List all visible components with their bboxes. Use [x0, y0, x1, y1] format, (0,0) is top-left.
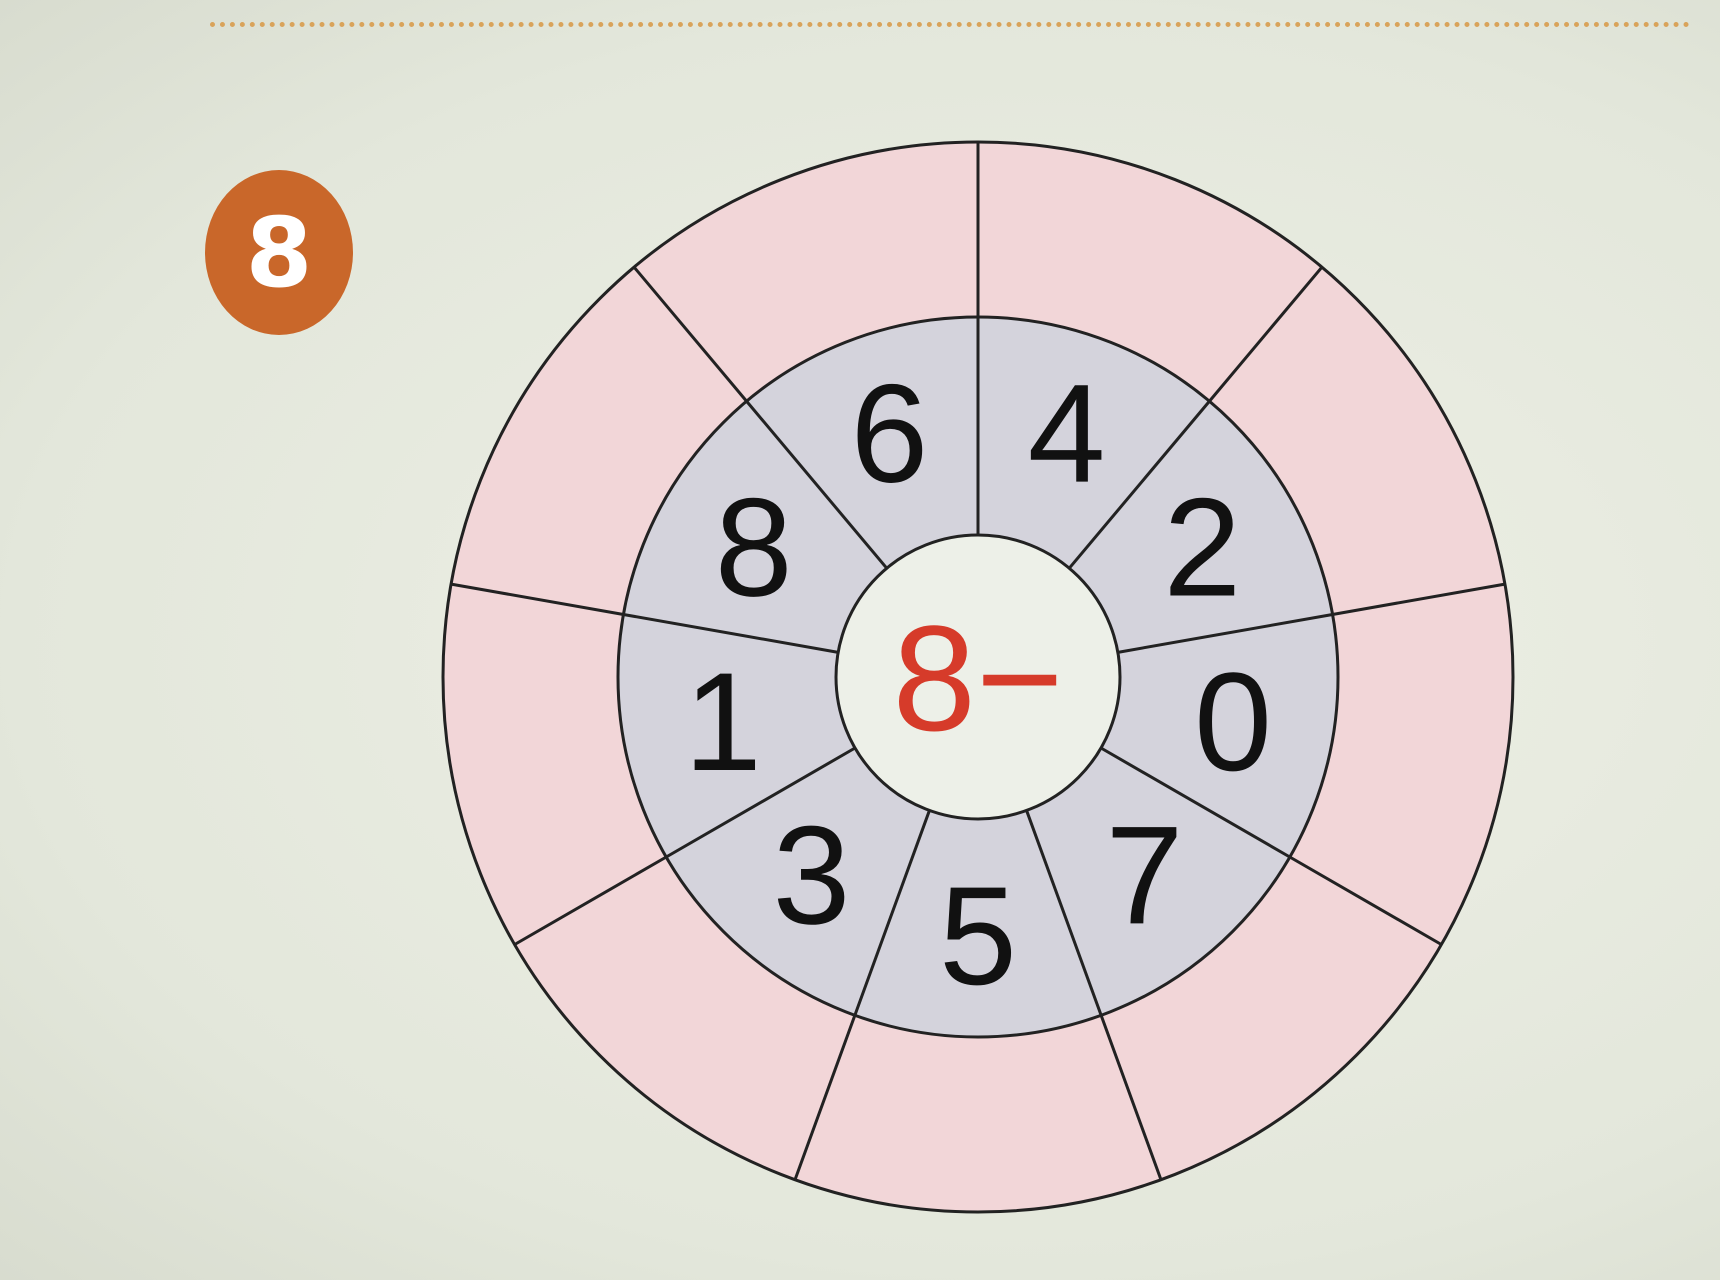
outer-divider-1: [1208, 266, 1324, 403]
outer-divider-3: [1289, 855, 1443, 946]
inner-number-8: 6: [850, 355, 928, 512]
inner-divider-1: [1068, 400, 1211, 570]
inner-divider-4: [1025, 809, 1103, 1016]
outer-divider-7: [450, 582, 624, 616]
inner-divider-3: [1100, 746, 1291, 859]
outer-divider-2: [1332, 582, 1506, 616]
center-circle: [834, 533, 1122, 821]
outer-divider-4: [1099, 1014, 1163, 1181]
inner-number-5: 3: [773, 796, 851, 953]
inner-divider-7: [623, 613, 839, 654]
inner-number-7: 8: [715, 469, 793, 626]
inner-number-3: 7: [1106, 796, 1184, 953]
inner-divider-8: [745, 400, 888, 570]
problem-number: 8: [245, 196, 313, 309]
inner-divider-5: [853, 809, 931, 1016]
outer-spokes: [450, 142, 1506, 1181]
inner-number-0: 4: [1028, 355, 1106, 512]
inner-number-1: 2: [1163, 469, 1241, 626]
inner-divider-2: [1117, 613, 1333, 654]
inner-number-2: 0: [1194, 643, 1272, 800]
inner-number-6: 1: [684, 643, 762, 800]
inner-divider-6: [665, 746, 856, 859]
dotted-divider: [210, 22, 1690, 27]
outer-divider-6: [513, 855, 667, 946]
outer-divider-8: [632, 266, 748, 403]
inner-spokes: [623, 317, 1333, 1016]
center-expression: 8−: [892, 594, 1063, 762]
problem-number-badge: 8: [205, 170, 353, 335]
answer-cell-4[interactable]: [795, 1015, 1161, 1212]
outer-divider-5: [793, 1014, 857, 1181]
inner-number-4: 5: [939, 857, 1017, 1014]
